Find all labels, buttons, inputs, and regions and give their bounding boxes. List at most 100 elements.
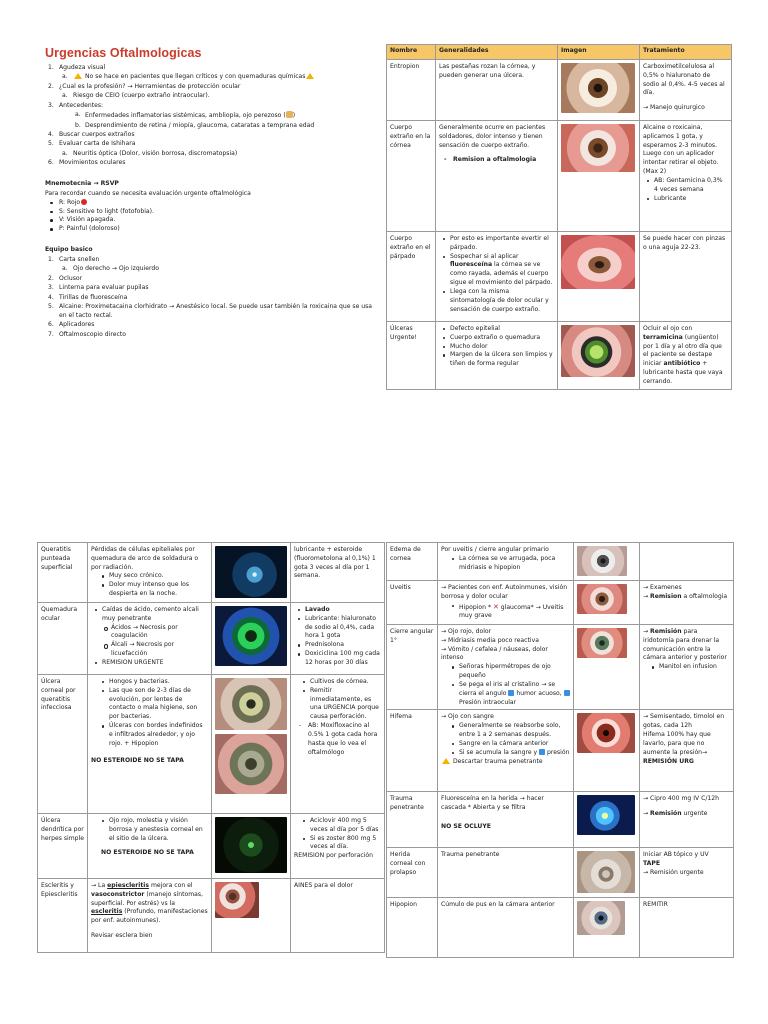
dendritic-ulcer-image (215, 817, 287, 873)
row-image-cell (557, 120, 640, 232)
equipment-list: 1.Carta snellen a.Ojo derecho → Ojo izqu… (45, 256, 375, 340)
table-row: Trauma penetrante Fluoresceína en la her… (386, 791, 734, 849)
hyphema-image (577, 713, 635, 754)
equipment-item: 3.Linterna para evaluar pupilas (48, 284, 149, 292)
row-generalities: Por esto es importante evertir el párpad… (435, 231, 558, 322)
row-treatment: Ocluir el ojo con terramicina (ungüento)… (639, 321, 732, 390)
equipment-item: a.Ojo derecho → Ojo izquierdo (62, 265, 160, 273)
note-item: 1.Agudeza visual (48, 64, 106, 71)
row-image-cell (211, 878, 291, 953)
row-image-cell (211, 602, 291, 675)
note-item: b.Desprendimiento de retina / miopía, gl… (75, 121, 315, 129)
corneal-foreign-body-image (561, 124, 635, 172)
row-generalities: → Ojo con sangre Generalmente se reabsor… (437, 709, 574, 793)
note-item: 3.Antecedentes: (48, 101, 104, 109)
row-treatment: Se puede hacer con pinzas o una aguja 22… (639, 231, 732, 322)
row-generalities: Generalmente ocurre en pacientes soldado… (435, 120, 558, 232)
row-image-cell (211, 542, 291, 603)
warning-icon (442, 757, 450, 764)
infectious-ulcer-image-2 (215, 734, 287, 794)
row-treatment: → Cipro 400 mg IV C/12h → Remisión urgen… (639, 791, 734, 849)
row-name: Úlcera dendrítica por herpes simple (37, 813, 88, 879)
table-row: Edema de cornea Por uveitis / cierre ang… (386, 542, 734, 581)
note-item: a.Riesgo de CEIO (cuerpo extraño intraoc… (62, 92, 210, 100)
equipment-item: 2.Oclusor (48, 274, 83, 282)
table-row: Úlceras Urgente! Defecto epitelial Cuerp… (386, 321, 732, 390)
equipment-item: 7.Oftalmoscopio directo (48, 330, 126, 338)
header-tratamiento: Tratamiento (639, 44, 732, 60)
equipment-title: Equipo basico (45, 246, 93, 254)
row-name: Quemadura ocular (37, 602, 88, 675)
mnemonic-item: R: Rojo (45, 198, 375, 208)
notes-list: 1.Agudeza visual a. No se hace en pacien… (45, 64, 375, 168)
row-treatment: Lavado Lubricante: hialuronato de sodio … (290, 602, 385, 675)
entropion-image (561, 63, 635, 113)
row-generalities: Cúmulo de pus en la cámara anterior (437, 897, 574, 959)
note-item: 6.Movimientos oculares (48, 159, 126, 167)
row-name: Cierre angular 1° (386, 623, 438, 711)
row-generalities: Fluoresceína en la herida → hacer cascad… (437, 791, 574, 849)
table-row: Entropion Las pestañas rozan la córnea, … (386, 59, 732, 121)
eyelid-foreign-body-image (561, 235, 635, 289)
equipment-item: 1.Carta snellen (48, 255, 100, 263)
table-row: Cierre angular 1° → Ojo rojo, dolor → Mi… (386, 623, 734, 711)
row-image-cell (557, 59, 640, 121)
row-name: Escleritis y Epiescleritis (37, 878, 88, 953)
row-image-cell (573, 709, 640, 793)
row-image-cell (573, 791, 640, 849)
angle-closure-image (577, 628, 627, 658)
row-name: Cuerpo extraño en la córnea (386, 120, 436, 232)
row-generalities: Pérdidas de células epiteliales por quem… (87, 542, 212, 603)
table-row: Úlcera corneal por queratitis infecciosa… (37, 674, 385, 814)
row-image-cell (573, 897, 640, 959)
row-treatment (639, 542, 734, 581)
row-treatment: → Examenes → Remision a oftalmologia (639, 580, 734, 625)
row-image-cell (211, 674, 291, 814)
row-name: Entropion (386, 59, 436, 121)
header-imagen: Imagen (557, 44, 640, 60)
up-arrow-icon (563, 689, 570, 696)
warning-icon (74, 73, 82, 80)
table-row: Uveitis → Pacientes con enf. Autoinmunes… (386, 580, 734, 625)
table-row: Herida corneal con prolapso Trauma penet… (386, 847, 734, 899)
table-row: Úlcera dendrítica por herpes simple Ojo … (37, 813, 385, 879)
row-generalities: Caídas de ácido, cemento alcali muy pene… (87, 602, 212, 675)
red-x-icon: ✕ (492, 602, 499, 611)
table-row: Quemadura ocular Caídas de ácido, cement… (37, 602, 385, 675)
row-image-cell (573, 623, 640, 711)
table-row: Hipopion Cúmulo de pus en la cámara ante… (386, 897, 734, 959)
equipment-item: 5.Alcaine: Proximetacaina clorhidrato → … (48, 302, 373, 319)
row-name: Hifema (386, 709, 438, 793)
row-image-cell (573, 542, 640, 581)
burn-image (215, 606, 287, 666)
row-generalities: Trauma penetrante (437, 847, 574, 899)
equipment-item: 4.Tirillas de fluoresceína (48, 293, 128, 301)
warning-icon (306, 73, 315, 80)
top-table-header: Nombre Generalidades Imagen Tratamiento (386, 44, 732, 60)
row-image-cell (557, 231, 640, 322)
row-name: Trauma penetrante (386, 791, 438, 849)
keratitis-image (215, 546, 287, 598)
ulcer-image (561, 325, 635, 377)
note-item: a.Enfermedades inflamatorias sistémicas,… (75, 111, 296, 120)
penetrating-trauma-image (577, 795, 635, 836)
row-treatment: REMITIR (639, 897, 734, 959)
page-title: Urgencias Oftalmologicas (45, 46, 202, 60)
table-row: Escleritis y Epiescleritis → La epiescle… (37, 878, 385, 953)
note-item: 4.Buscar cuerpos extraños (48, 130, 135, 138)
note-item: 2.¿Cual es la profesión? → Herramientas … (48, 82, 241, 90)
row-name: Hipopion (386, 897, 438, 959)
row-generalities: Defecto epitelial Cuerpo extraño o quema… (435, 321, 558, 390)
left-table: Queratitis punteada superficial Pérdidas… (37, 542, 385, 953)
row-generalities: Ojo rojo, molestia y visión borrosa y an… (87, 813, 212, 879)
corneal-wound-image (577, 851, 635, 894)
row-treatment: Carboximetilcelulosa al 0,5% o hialurona… (639, 59, 732, 121)
row-generalities: → Pacientes con enf. Autoinmunes, visión… (437, 580, 574, 625)
row-treatment: → Remisión para iridotomía para drenar l… (639, 623, 734, 711)
row-treatment: lubricante + esteroide (fluorometolona a… (290, 542, 385, 603)
row-generalities: → La epiescleritis mejora con el vasocon… (87, 878, 212, 953)
table-row: Cuerpo extraño en la córnea Generalmente… (386, 120, 732, 232)
row-generalities: Por uveitis / cierre angular primario La… (437, 542, 574, 581)
notes-section: 1.Agudeza visual a. No se hace en pacien… (45, 64, 375, 340)
row-name: Queratitis punteada superficial (37, 542, 88, 603)
